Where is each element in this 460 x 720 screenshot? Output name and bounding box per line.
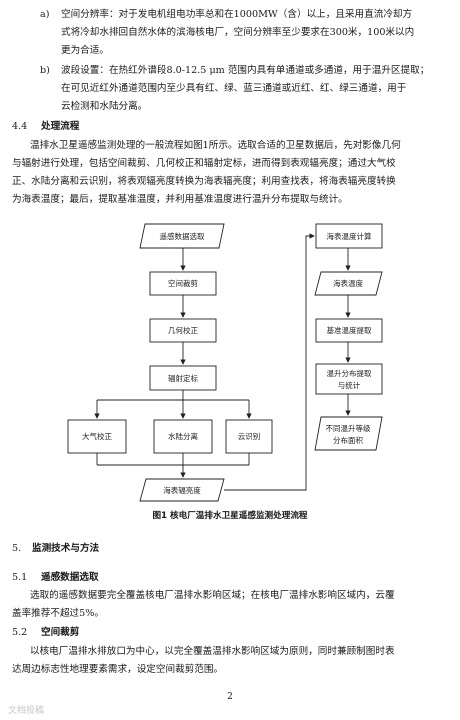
section-5-title: 监测技术与方法 <box>32 543 100 554</box>
node-sst-shape <box>314 271 383 296</box>
node-rise-stats-line-2: 与统计 <box>338 380 361 390</box>
node-atm-correct-shape <box>67 419 127 454</box>
node-atm-correct: 大气校正 <box>82 431 112 441</box>
node-spatial-crop: 空间裁剪 <box>168 278 198 288</box>
item-a-line-2: 式将冷却水排回自然水体的滨海核电厂，空间分辨率至少要求在300米，100米以内 <box>61 27 415 38</box>
arrow-radiance-to-sst-calc <box>224 233 315 491</box>
list-marker-b: b) <box>40 65 50 76</box>
node-geo-correct: 几何校正 <box>168 325 198 335</box>
node-spatial-crop-shape <box>149 271 217 296</box>
section-4-4-para-line-4: 为海表温度；最后，提取基准温度，并利用基准温度进行温升分布提取与统计。 <box>12 194 348 205</box>
node-geo-correct-shape <box>149 318 217 343</box>
node-sst-calc-shape <box>315 223 383 249</box>
node-area-line-1: 不同温升等级 <box>326 423 371 433</box>
section-5-2-number: 5.2 <box>12 627 28 638</box>
section-5-1-para-line-1: 选取的遥感数据要完全覆盖核电厂温排水影响区域；在核电厂温排水影响区域内，云覆 <box>30 590 395 601</box>
section-4-4-number: 4.4 <box>12 121 28 132</box>
node-cloud-id-shape <box>225 419 273 454</box>
figure-caption: 图1 核电厂温排水卫星遥感监测处理流程 <box>152 511 308 521</box>
node-sea-radiance: 海表辐亮度 <box>163 485 201 495</box>
node-land-water: 水陆分离 <box>168 431 198 441</box>
node-rad-calib: 辐射定标 <box>168 373 198 383</box>
section-4-4-para-line-2: 与辐射进行处理，包括空间裁剪、几何校正和辐射定标，进而得到表观辐亮度；通过大气校 <box>12 158 396 169</box>
item-a-line-1: 空间分辨率：对于发电机组电功率总和在1000MW（含）以上，且采用直流冷却方 <box>61 9 413 20</box>
watermark-text: 文档投稿 <box>8 706 45 716</box>
section-5-1-number: 5.1 <box>12 572 28 583</box>
page-number: 2 <box>227 692 233 702</box>
list-marker-a: a) <box>40 9 50 20</box>
section-5-2-title: 空间裁剪 <box>41 627 80 638</box>
node-rise-stats-shape <box>315 363 383 395</box>
node-base-temp-shape <box>315 318 383 343</box>
node-sst-calc: 海表温度计算 <box>327 231 372 241</box>
item-a-line-3: 更为合适。 <box>61 45 109 56</box>
node-area-shape <box>314 416 383 451</box>
section-5-2-para-line-1: 以核电厂温排水排放口为中心，以完全覆盖温排水影响区域为原则，同时兼顾制图时表 <box>30 646 395 657</box>
section-5-1-para-line-2: 盖率推荐不超过5%。 <box>12 608 104 619</box>
section-5-2-para-line-2: 达周边标志性地理要素需求，设定空间裁剪范围。 <box>12 664 224 675</box>
section-5-number: 5. <box>12 543 22 554</box>
node-land-water-shape <box>153 419 213 454</box>
node-sst: 海表温度 <box>333 278 363 288</box>
section-4-4-para-line-1: 温排水卫星遥感监测处理的一般流程如图1所示。选取合适的卫星数据后，先对影像几何 <box>30 140 401 151</box>
node-area-line-2: 分布面积 <box>333 435 363 445</box>
section-4-4-title: 处理流程 <box>41 121 80 132</box>
process-flowchart: 遥感数据选取 空间裁剪 几何校正 辐射定标 大气校正 水陆分离 云识别 海表辐亮… <box>67 223 383 502</box>
node-rise-stats-line-1: 温升分布提取 <box>327 368 372 378</box>
item-b-line-2: 在可见近红外通道范围内至少具有红、绿、蓝三通道或近红、红、绿三通道，用于 <box>61 83 407 94</box>
item-b-line-3: 云检测和水陆分离。 <box>61 101 148 112</box>
section-4-4-para-line-3: 正、水陆分离和云识别，将表观辐亮度转换为海表辐亮度；利用查找表，将海表辐亮度转换 <box>12 176 396 187</box>
section-5-1-title: 遥感数据选取 <box>41 572 99 583</box>
node-sea-radiance-shape <box>139 478 225 502</box>
node-rad-calib-shape <box>149 365 217 391</box>
node-base-temp: 基准温度提取 <box>327 325 372 335</box>
node-remote-select: 遥感数据选取 <box>160 231 205 241</box>
item-b-line-1: 波段设置：在热红外谱段8.0-12.5 μm 范围内具有单通道或多通道，用于温升… <box>61 65 430 76</box>
node-cloud-id: 云识别 <box>238 432 261 441</box>
node-remote-select-shape <box>139 223 225 249</box>
